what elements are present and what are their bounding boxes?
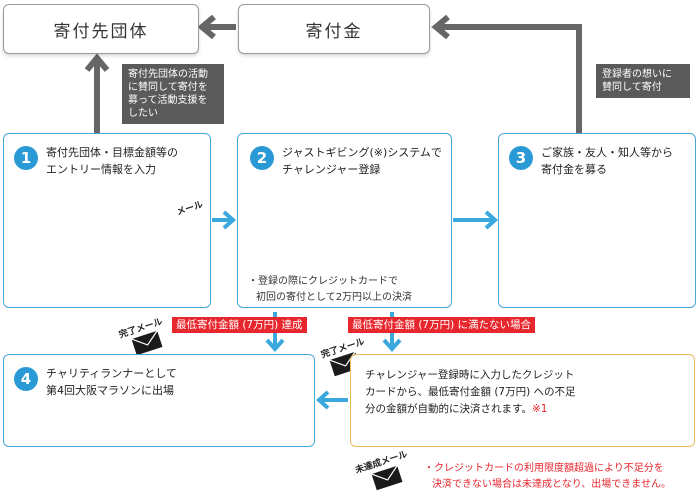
- registrant-note: 登録者の想いに 賛同して寄付: [596, 64, 690, 98]
- step4-text: チャリティランナーとして 第4回大阪マラソンに出場: [46, 367, 177, 397]
- arrow-step3-to-donation: [431, 14, 582, 133]
- step1-number-badge: 1: [14, 146, 38, 170]
- organization-box: 寄付先団体: [3, 4, 199, 54]
- not-achieved-label: 最低寄付金額 (7万円) に満たない場合: [348, 317, 536, 333]
- arrow-step1-to-organization: [84, 53, 110, 133]
- org-support-note: 寄付先団体の活動 に賛同して寄付を 募って活動支援を したい: [122, 64, 224, 124]
- footnote-mark: ※1: [531, 403, 548, 415]
- credit-note: ・登録の際にクレジットカードで 初回の寄付として2万円以上の決済: [248, 276, 413, 303]
- warning-note: ・クレジットカードの利用限度額超過により不足分を 決済できない場合は未達成となり…: [424, 463, 671, 490]
- arrow-step2-to-step3: [453, 210, 499, 230]
- arrow-step1-to-step2: [212, 210, 237, 230]
- step4-box: 4 チャリティランナーとして 第4回大阪マラソンに出場: [3, 354, 315, 447]
- step1-text: 寄付先団体・目標金額等の エントリー情報を入力: [46, 146, 178, 176]
- step3-number-badge: 3: [509, 146, 533, 170]
- step2-number-badge: 2: [250, 146, 274, 170]
- step1-box: 1 寄付先団体・目標金額等の エントリー情報を入力: [3, 133, 211, 308]
- settlement-text: チャレンジャー登録時に入力したクレジット カードから、最低寄付金額 (7万円) …: [365, 369, 576, 415]
- step3-text: ご家族・友人・知人等から 寄付金を募る: [541, 146, 673, 176]
- settlement-box: チャレンジャー登録時に入力したクレジット カードから、最低寄付金額 (7万円) …: [350, 354, 695, 447]
- arrow-donation-to-organization: [197, 14, 236, 40]
- step3-box: 3 ご家族・友人・知人等から 寄付金を募る: [498, 133, 696, 308]
- donation-box: 寄付金: [238, 4, 430, 54]
- arrow-settlement-to-step4: [315, 390, 348, 410]
- organization-label: 寄付先団体: [53, 21, 149, 42]
- step2-text: ジャストギビング(※)システムで チャレンジャー登録: [282, 146, 442, 176]
- achieved-label: 最低寄付金額 (7万円) 達成: [172, 317, 307, 333]
- step2-box: 2 ジャストギビング(※)システムで チャレンジャー登録 ・登録の際にクレジット…: [237, 133, 452, 308]
- donation-label: 寄付金: [305, 21, 363, 42]
- step4-number-badge: 4: [14, 367, 38, 391]
